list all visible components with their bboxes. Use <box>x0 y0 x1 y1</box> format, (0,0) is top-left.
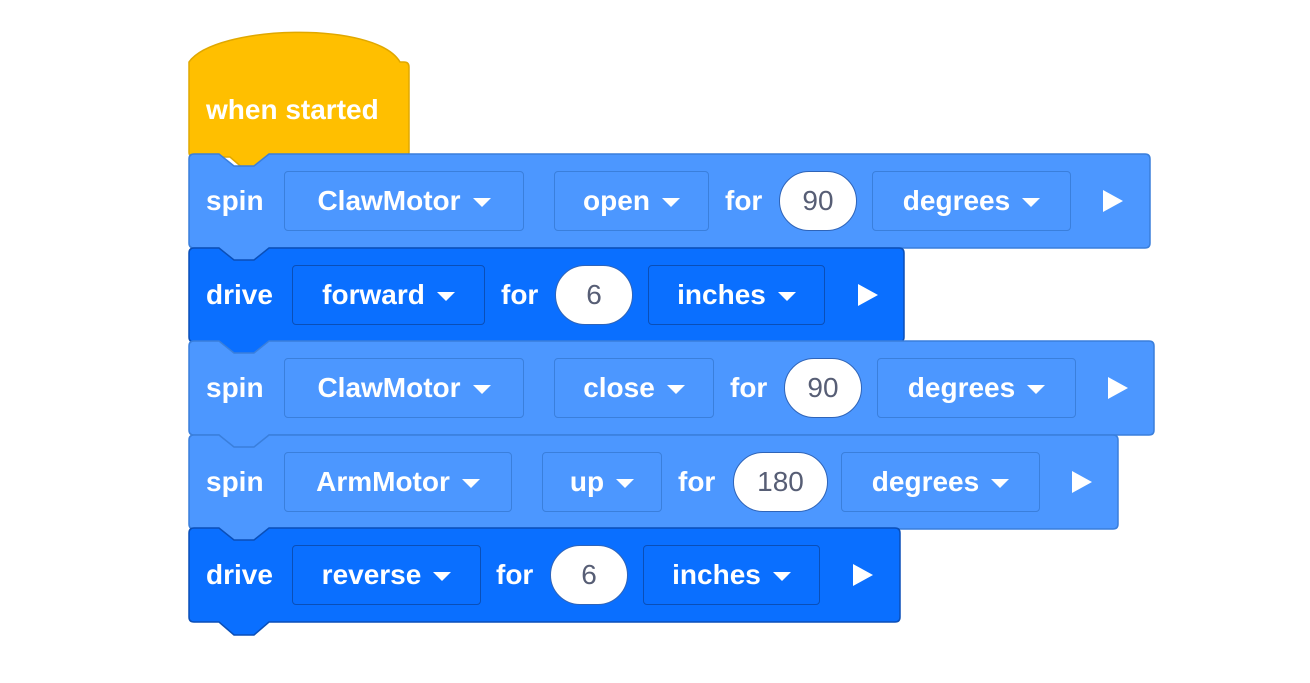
unit-dropdown[interactable]: inches <box>643 545 820 605</box>
caret-down-icon <box>472 197 491 207</box>
motor-dropdown[interactable]: ClawMotor <box>284 171 524 231</box>
unit-dropdown-value: inches <box>677 279 766 310</box>
spin-clawmotor-open-block[interactable]: spin ClawMotor open for 90 degrees <box>188 153 1151 262</box>
unit-dropdown[interactable]: degrees <box>872 171 1071 231</box>
caret-down-icon <box>1027 384 1046 394</box>
unit-dropdown-value: degrees <box>871 466 980 497</box>
direction-dropdown[interactable]: forward <box>292 265 485 325</box>
motor-dropdown-value: ClawMotor <box>317 185 461 216</box>
drive-reverse-block[interactable]: drive reverse for 6 inches <box>188 527 901 636</box>
caret-down-icon <box>472 384 491 394</box>
motor-dropdown[interactable]: ArmMotor <box>284 452 512 512</box>
spin-keyword: spin <box>206 372 264 403</box>
amount-input[interactable]: 180 <box>733 452 828 512</box>
amount-input[interactable]: 6 <box>550 545 628 605</box>
unit-dropdown-value: inches <box>672 559 761 590</box>
amount-input[interactable]: 90 <box>784 358 862 418</box>
run-block-play-icon[interactable] <box>853 564 873 586</box>
drive-keyword: drive <box>206 559 273 590</box>
for-label: for <box>501 279 539 310</box>
unit-dropdown[interactable]: degrees <box>877 358 1076 418</box>
direction-dropdown-value: reverse <box>321 559 422 590</box>
direction-dropdown-value: close <box>583 372 655 403</box>
caret-down-icon <box>436 291 455 301</box>
caret-down-icon <box>772 571 791 581</box>
for-label: for <box>730 372 768 403</box>
run-block-play-icon[interactable] <box>1108 377 1128 399</box>
direction-dropdown[interactable]: up <box>542 452 662 512</box>
spin-clawmotor-close-block[interactable]: spin ClawMotor close for 90 degrees <box>188 340 1155 449</box>
caret-down-icon <box>1022 197 1041 207</box>
run-block-play-icon[interactable] <box>1103 190 1123 212</box>
caret-down-icon <box>616 478 635 488</box>
unit-dropdown[interactable]: inches <box>648 265 825 325</box>
run-block-play-icon[interactable] <box>858 284 878 306</box>
drive-forward-block[interactable]: drive forward for 6 inches <box>188 247 905 356</box>
caret-down-icon <box>433 571 452 581</box>
for-label: for <box>496 559 534 590</box>
spin-armmotor-up-block[interactable]: spin ArmMotor up for 180 degrees <box>188 434 1119 543</box>
direction-dropdown-value: open <box>583 185 650 216</box>
unit-dropdown-value: degrees <box>907 372 1016 403</box>
spin-keyword: spin <box>206 185 264 216</box>
run-block-play-icon[interactable] <box>1072 471 1092 493</box>
caret-down-icon <box>777 291 796 301</box>
direction-dropdown[interactable]: open <box>554 171 709 231</box>
motor-dropdown-value: ClawMotor <box>317 372 461 403</box>
drive-keyword: drive <box>206 279 273 310</box>
amount-input[interactable]: 90 <box>779 171 857 231</box>
caret-down-icon <box>991 478 1010 488</box>
for-label: for <box>678 466 716 497</box>
spin-keyword: spin <box>206 466 264 497</box>
direction-dropdown-value: forward <box>322 279 425 310</box>
caret-down-icon <box>666 384 685 394</box>
amount-input[interactable]: 6 <box>555 265 633 325</box>
caret-down-icon <box>461 478 480 488</box>
unit-dropdown[interactable]: degrees <box>841 452 1040 512</box>
motor-dropdown[interactable]: ClawMotor <box>284 358 524 418</box>
unit-dropdown-value: degrees <box>902 185 1011 216</box>
direction-dropdown[interactable]: close <box>554 358 714 418</box>
direction-dropdown-value: up <box>569 466 605 497</box>
direction-dropdown[interactable]: reverse <box>292 545 481 605</box>
for-label: for <box>725 185 763 216</box>
motor-dropdown-value: ArmMotor <box>316 466 450 497</box>
caret-down-icon <box>661 197 680 207</box>
when-started-label: when started <box>206 94 379 125</box>
